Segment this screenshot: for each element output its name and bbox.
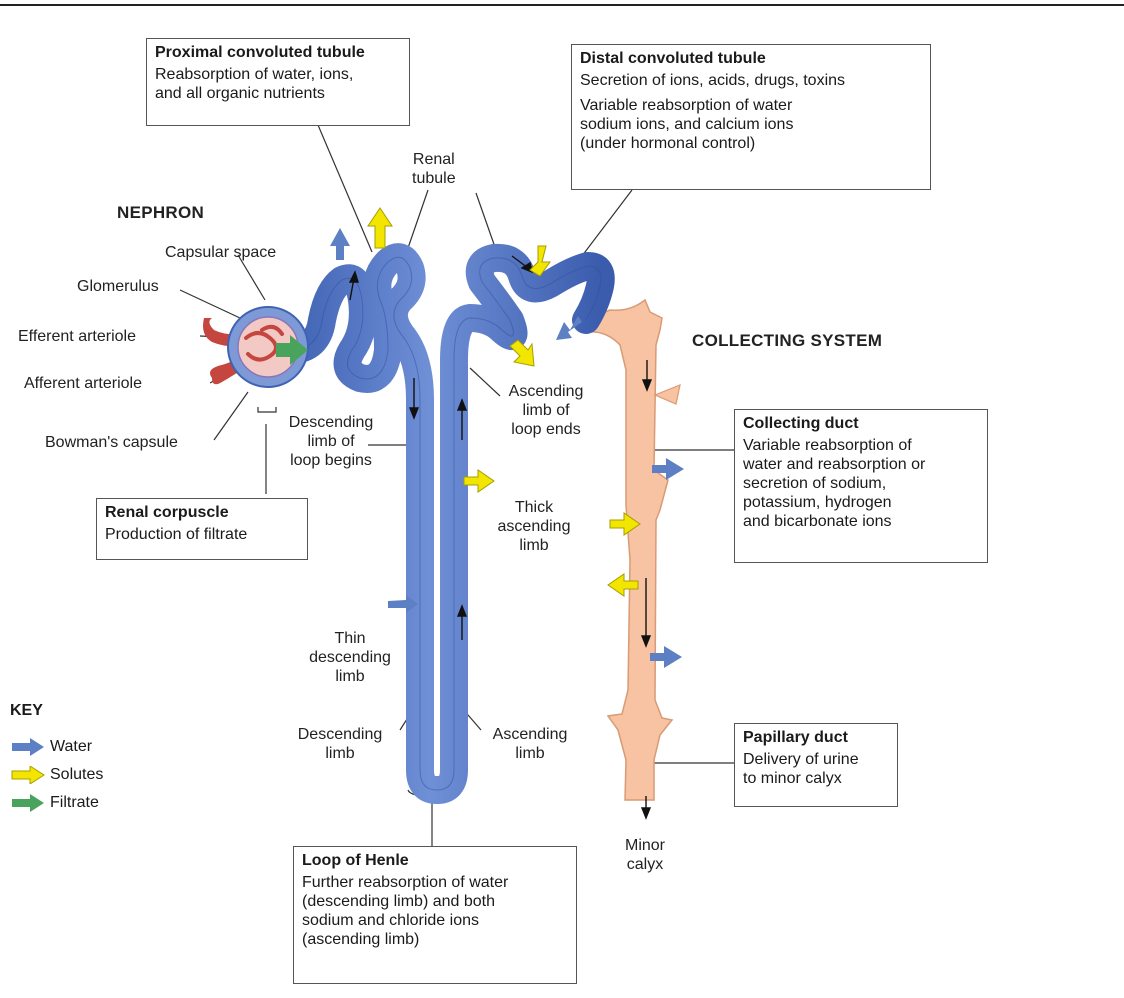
distal-convoluted-tubule-box: Distal convoluted tubule Secretion of io… — [571, 44, 931, 190]
proximal-convoluted-tubule-box: Proximal convoluted tubule Reabsorption … — [146, 38, 410, 126]
nephron-header: NEPHRON — [117, 203, 204, 223]
collecting-duct-desc: Variable reabsorption of water and reabs… — [743, 436, 979, 531]
key-title: KEY — [10, 702, 43, 720]
afferent-arteriole-label: Afferent arteriole — [24, 374, 142, 393]
distal-desc-secretion: Secretion of ions, acids, drugs, toxins — [580, 71, 922, 90]
descending-limb-label: Descending limb — [290, 725, 390, 763]
glomerulus-label: Glomerulus — [77, 277, 159, 296]
papillary-duct-desc: Delivery of urine to minor calyx — [743, 750, 889, 788]
minor-calyx-label: Minor calyx — [610, 836, 680, 874]
renal-corpuscle-box: Renal corpuscle Production of filtrate — [96, 498, 308, 560]
key-solutes-label: Solutes — [50, 766, 103, 784]
loop-of-henle-desc: Further reabsorption of water (descendin… — [302, 873, 568, 949]
papillary-duct-title: Papillary duct — [743, 728, 889, 748]
proximal-title: Proximal convoluted tubule — [155, 43, 401, 63]
filtrate-arrow-icon — [10, 794, 46, 812]
loop-of-henle-box: Loop of Henle Further reabsorption of wa… — [293, 846, 577, 984]
papillary-duct-box: Papillary duct Delivery of urine to mino… — [734, 723, 898, 807]
descending-limb-begins-label: Descending limb of loop begins — [281, 413, 381, 470]
key-row-filtrate: Filtrate — [10, 792, 140, 814]
collecting-duct-shape — [586, 300, 680, 800]
key-filtrate-label: Filtrate — [50, 794, 99, 812]
solute-arrow-icon — [10, 766, 46, 784]
ascending-limb-label: Ascending limb — [480, 725, 580, 763]
legend-key: KEY Water Solutes Filtrate — [10, 702, 140, 822]
capsular-space-label: Capsular space — [165, 243, 276, 262]
distal-title: Distal convoluted tubule — [580, 49, 922, 69]
thick-ascending-limb-label: Thick ascending limb — [486, 498, 582, 555]
loop-of-henle-title: Loop of Henle — [302, 851, 568, 871]
renal-tubule-label: Renal tubule — [412, 150, 456, 188]
water-arrow-icon — [10, 738, 46, 756]
key-water-label: Water — [50, 738, 92, 756]
distal-desc-reabsorption: Variable reabsorption of water sodium io… — [580, 96, 922, 153]
ascending-limb-ends-label: Ascending limb of loop ends — [496, 382, 596, 439]
collecting-duct-box: Collecting duct Variable reabsorption of… — [734, 409, 988, 563]
bowmans-capsule-label: Bowman's capsule — [45, 433, 178, 452]
thin-descending-limb-label: Thin descending limb — [300, 629, 400, 686]
collecting-system-header: COLLECTING SYSTEM — [692, 331, 882, 351]
proximal-desc: Reabsorption of water, ions, and all org… — [155, 65, 401, 103]
key-row-water: Water — [10, 736, 140, 758]
renal-corpuscle-desc: Production of filtrate — [105, 525, 299, 544]
efferent-arteriole-label: Efferent arteriole — [18, 327, 136, 346]
collecting-duct-title: Collecting duct — [743, 414, 979, 434]
key-row-solutes: Solutes — [10, 764, 140, 786]
renal-corpuscle-title: Renal corpuscle — [105, 503, 299, 523]
